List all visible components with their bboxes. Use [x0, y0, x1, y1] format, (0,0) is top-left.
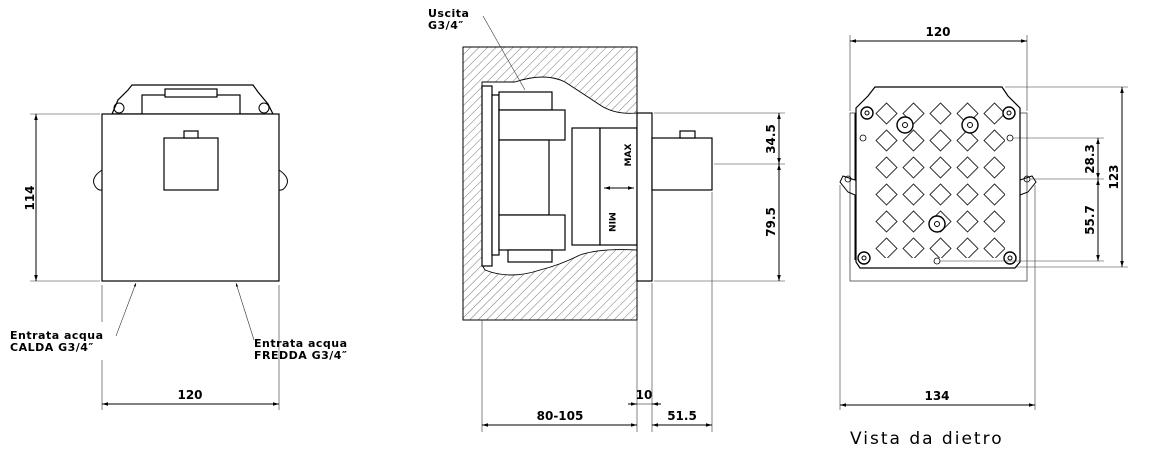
dim-80-105: 80-105 [537, 409, 584, 423]
control-knob [163, 137, 219, 191]
mounting-flange [491, 94, 500, 256]
back-view-title: Vista da dietro [850, 429, 1004, 449]
screw-icon [258, 102, 270, 114]
knob-tab [183, 130, 199, 139]
cartridge-sleeve [571, 127, 601, 246]
screw-icon [113, 102, 125, 114]
hot-inlet-label: Entrata acqua [10, 329, 104, 342]
section-view: MAX MIN Uscita G3/4″ 34.5 79.5 80-105 10… [428, 7, 785, 432]
hot-inlet-leader [115, 282, 137, 337]
max-label: MAX [624, 144, 634, 167]
dim-79-5: 79.5 [764, 207, 778, 237]
knob-tab-side [679, 130, 696, 139]
cold-inlet-leader [235, 282, 255, 341]
valve-cartridge [498, 139, 550, 216]
back-height-dimension: 123 [1107, 164, 1121, 189]
cold-inlet-label: Entrata acqua [254, 337, 348, 350]
valve-body-top [141, 94, 241, 115]
cover-plate-side [636, 112, 653, 282]
hot-inlet-spec: CALDA G3/4″ [10, 341, 94, 354]
dim-51-5: 51.5 [667, 409, 697, 423]
inlet-fitting [507, 249, 553, 263]
dim-28-3: 28.3 [1083, 144, 1097, 174]
dim-34-5: 34.5 [764, 124, 778, 154]
mounting-plate [481, 85, 493, 267]
mount-screws [844, 106, 1031, 265]
min-label: MIN [606, 212, 616, 232]
outlet-leader [482, 15, 526, 91]
height-dimension: 114 [23, 185, 37, 210]
dim-55-7: 55.7 [1083, 205, 1097, 235]
left-ear [839, 113, 856, 260]
back-width-dimension: 120 [925, 25, 950, 39]
front-view: 114 120 Entrata acqua CALDA G3/4″ Entrat… [10, 84, 348, 410]
left-ear [93, 169, 103, 191]
outlet-spec: G3/4″ [428, 19, 464, 32]
right-ear [278, 169, 288, 191]
outlet-label: Uscita [428, 7, 469, 20]
cold-inlet-spec: FREDDA G3/4″ [254, 349, 347, 362]
diamond-grid [873, 100, 1005, 258]
width-dimension: 120 [177, 388, 202, 402]
valve-upper [498, 109, 566, 141]
control-knob-side [651, 137, 713, 191]
dim-10: 10 [636, 388, 653, 402]
overall-width-dimension: 134 [924, 389, 949, 403]
back-view: 120 134 123 28.3 55.7 Vista da dietro [839, 25, 1128, 449]
valve-cap-top [164, 88, 218, 98]
valve-lower [498, 214, 566, 251]
outlet-fitting [498, 91, 553, 111]
